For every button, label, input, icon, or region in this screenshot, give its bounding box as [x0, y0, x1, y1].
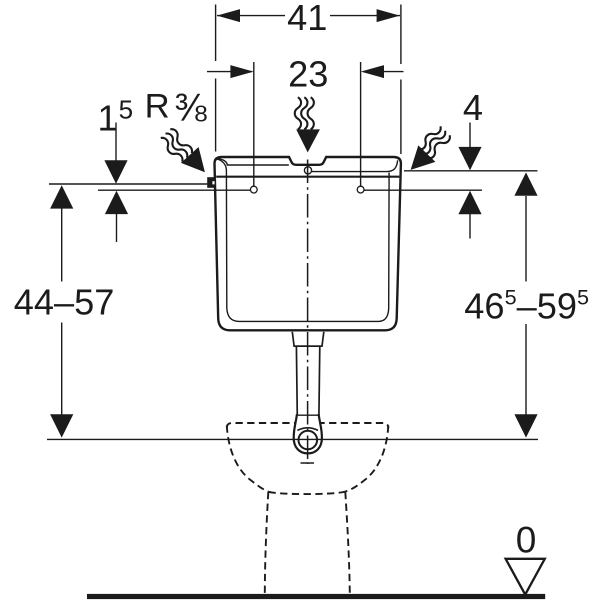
svg-text:4: 4 — [463, 87, 483, 128]
svg-text:⅜: ⅜ — [175, 87, 208, 130]
svg-text:23: 23 — [288, 54, 328, 95]
svg-text:41: 41 — [287, 0, 327, 38]
svg-text:R: R — [145, 88, 170, 126]
svg-text:44–57: 44–57 — [14, 282, 115, 323]
svg-text:0: 0 — [516, 519, 537, 560]
svg-text:1: 1 — [98, 98, 118, 139]
svg-text:5: 5 — [119, 95, 133, 125]
svg-text:465–595: 465–595 — [464, 285, 589, 327]
